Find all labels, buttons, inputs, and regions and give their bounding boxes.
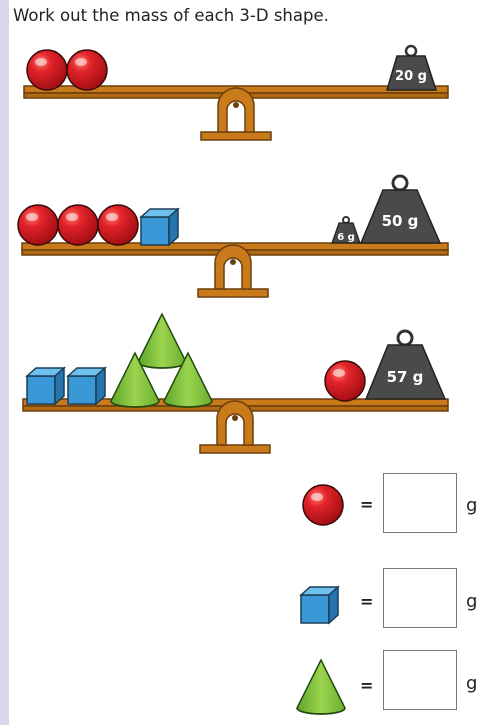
svg-text:57 g: 57 g (387, 368, 424, 386)
cube-icon (141, 209, 178, 245)
equals-sign: = (360, 592, 373, 611)
cube-answer-box[interactable] (383, 568, 457, 628)
balance-1: 20 g (24, 46, 448, 140)
svg-text:20 g: 20 g (395, 69, 427, 84)
balance-3: 57 g (23, 314, 448, 453)
sphere-icon (58, 205, 98, 245)
cone-icon (138, 314, 186, 368)
sphere-answer-box[interactable] (383, 473, 457, 533)
sphere-icon (303, 485, 343, 525)
sphere-icon (18, 205, 58, 245)
sphere-icon (98, 205, 138, 245)
sphere-icon (325, 361, 365, 401)
equals-sign: = (360, 495, 373, 514)
svg-text:50 g: 50 g (382, 212, 419, 230)
unit-label: g (466, 495, 477, 516)
equals-sign: = (360, 676, 373, 695)
weight-20g: 20 g (387, 46, 436, 90)
cube-icon (68, 368, 105, 404)
svg-text:6 g: 6 g (337, 232, 355, 243)
sphere-icon (67, 50, 107, 90)
balance-2: 6 g 50 g (18, 176, 448, 297)
cone-icon (297, 660, 345, 714)
cone-answer-box[interactable] (383, 650, 457, 710)
cube-icon (27, 368, 64, 404)
weight-50g: 50 g (361, 176, 440, 243)
unit-label: g (466, 673, 477, 694)
unit-label: g (466, 591, 477, 612)
weight-57g: 57 g (366, 331, 445, 399)
weight-6g: 6 g (332, 217, 360, 243)
cube-icon (301, 587, 338, 623)
sphere-icon (27, 50, 67, 90)
